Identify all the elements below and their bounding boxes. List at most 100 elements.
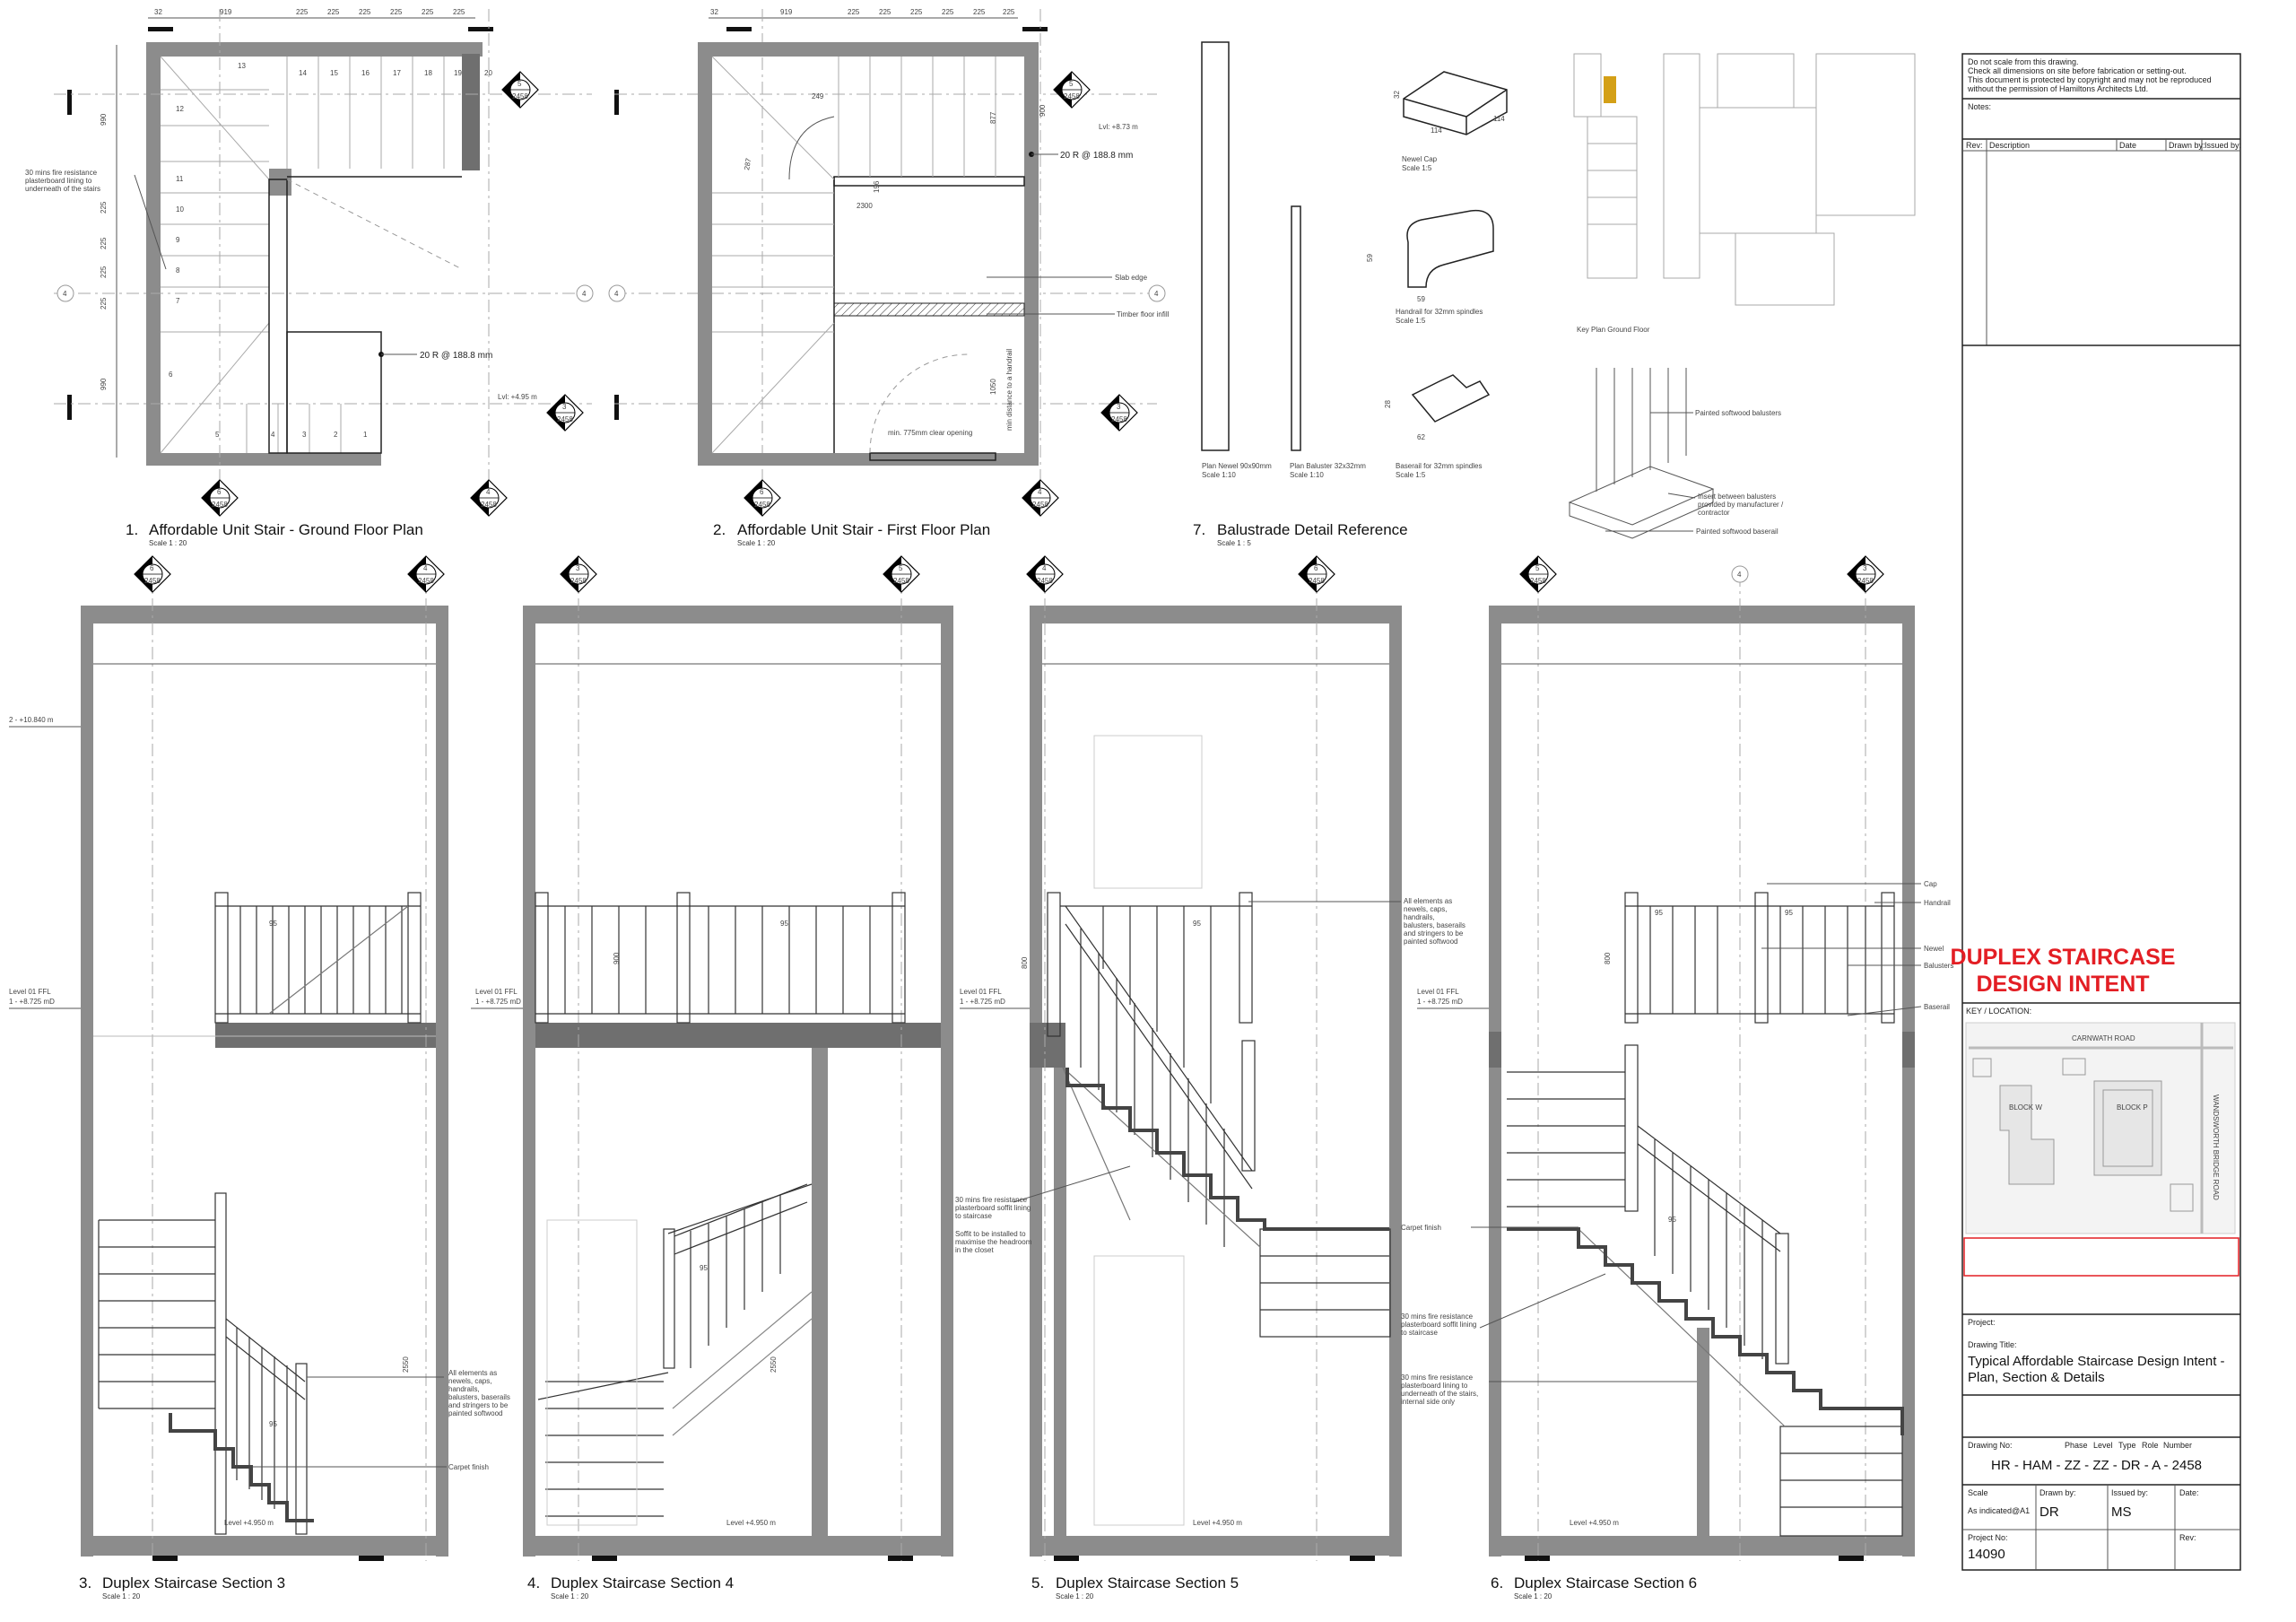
- dim-text: 95: [1655, 909, 1663, 917]
- tread-number: 10: [176, 205, 184, 214]
- risers-label: 20 R @ 188.8 mm: [420, 351, 492, 361]
- rev-header: Issued by:: [2205, 141, 2241, 150]
- dim-text: 225: [1003, 8, 1015, 16]
- ref-marker-number: 4: [1038, 488, 1042, 496]
- drawn-by-label: Drawn by:: [2039, 1488, 2076, 1497]
- red-title-line-1: DUPLEX STAIRCASE: [1951, 945, 2176, 970]
- code-header: Type: [2118, 1441, 2136, 1450]
- dim-text: 287: [743, 157, 752, 170]
- level-label: Level +4.950 m: [224, 1519, 274, 1527]
- drawing-title-line-2: Plan, Section & Details: [1968, 1370, 2105, 1385]
- view-title: Affordable Unit Stair - First Floor Plan: [737, 521, 990, 538]
- slab-edge-label: Slab edge: [1115, 274, 1148, 282]
- callout-handrail: Handrail: [1924, 899, 1951, 907]
- ref-marker-sheet: 2458: [754, 501, 770, 509]
- ref-marker-number: 3: [562, 403, 567, 411]
- dim-text: 800: [1604, 952, 1612, 964]
- callout-cap: Cap: [1924, 880, 1937, 888]
- tread-number: 15: [330, 69, 338, 77]
- detail-caption: Scale 1:10: [1202, 471, 1236, 479]
- dim-text: 59: [1417, 295, 1425, 303]
- title-block: Do not scale from this drawing. Check al…: [1951, 53, 2241, 1571]
- dim-text: 225: [942, 8, 954, 16]
- level-label: Level 01 FFL: [1417, 988, 1459, 996]
- fire-lining-note: internal side only: [1401, 1398, 1455, 1406]
- level-label: Lvl: +8.73 m: [1099, 123, 1138, 131]
- map-block-label: BLOCK P: [2117, 1103, 2148, 1112]
- note-line: and stringers to be: [1404, 929, 1464, 937]
- ref-marker-sheet: 2458: [557, 415, 573, 423]
- note-line: All elements as: [448, 1369, 497, 1377]
- dim-text: 225: [100, 297, 108, 310]
- grid-label: 4: [63, 290, 67, 298]
- dim-text: 877: [989, 111, 997, 124]
- disclaimer-line: without the permission of Hamiltons Arch…: [1967, 84, 2148, 93]
- level-label: 2 - +10.840 m: [9, 716, 54, 724]
- tread-number: 9: [176, 236, 180, 244]
- view-title: Duplex Staircase Section 6: [1514, 1574, 1697, 1591]
- tread-number: 20: [484, 69, 492, 77]
- level-label: Level 01 FFL: [960, 988, 1002, 996]
- rev-header: Date: [2119, 141, 2136, 150]
- red-title-line-2: DESIGN INTENT: [1976, 972, 2149, 997]
- view-scale: Scale 1 : 20: [102, 1592, 141, 1600]
- disclaimer-line: Check all dimensions on site before fabr…: [1968, 66, 2187, 75]
- tread-number: 6: [169, 371, 173, 379]
- dim-text: 2550: [770, 1356, 778, 1373]
- ref-marker-sheet: 2458: [1111, 415, 1127, 423]
- view-balustrade-detail: Plan Newel 90x90mm Scale 1:10 Plan Balus…: [1193, 41, 1916, 547]
- timber-infill-label: Timber floor infill: [1117, 310, 1170, 318]
- tread-number: 2: [334, 431, 338, 439]
- ref-marker-sheet: 2458: [144, 577, 161, 585]
- soffit-note: maximise the headroom: [955, 1238, 1032, 1246]
- ref-marker-sheet: 2458: [570, 577, 587, 585]
- scale-value: As indicated@A1: [1968, 1506, 2030, 1515]
- project-no-label: Project No:: [1968, 1533, 2008, 1542]
- detail-caption: Baserail for 32mm spindles: [1396, 462, 1482, 470]
- balusters-note: Painted softwood balusters: [1695, 409, 1781, 417]
- grid-label: 4: [1737, 571, 1742, 579]
- ref-marker-number: 6: [150, 564, 154, 572]
- notes-label: Notes:: [1968, 102, 1991, 111]
- view-title: Duplex Staircase Section 4: [551, 1574, 734, 1591]
- risers-label: 20 R @ 188.8 mm: [1060, 151, 1133, 161]
- view-title: Affordable Unit Stair - Ground Floor Pla…: [149, 521, 423, 538]
- dim-text: 32: [710, 8, 718, 16]
- view-section-5: Level 01 FFL 1 - +8.725 mD Level +4.950 …: [955, 555, 1465, 1600]
- ref-marker-number: 4: [486, 488, 491, 496]
- ref-marker-number: 5: [1535, 564, 1540, 572]
- dim-text: 225: [327, 8, 340, 16]
- dim-text: 196: [873, 180, 881, 193]
- dim-text: 225: [100, 201, 108, 214]
- handrail-distance-note: min distance to a handrail: [1005, 349, 1013, 431]
- soffit-note: Soffit to be installed to: [955, 1230, 1026, 1238]
- tread-number: 4: [271, 431, 275, 439]
- view-section-3: 2 - +10.840 m Level 01 FFL 1 - +8.725 mD…: [9, 555, 510, 1600]
- view-number: 1.: [126, 521, 138, 538]
- view-title: Balustrade Detail Reference: [1217, 521, 1408, 538]
- tread-number: 17: [393, 69, 401, 77]
- dim-text: 225: [453, 8, 465, 16]
- dim-text: 28: [1384, 400, 1392, 408]
- dim-text: 225: [100, 266, 108, 278]
- dim-text: 95: [269, 1420, 277, 1428]
- note-line: All elements as: [1404, 897, 1452, 905]
- dim-text: 225: [296, 8, 309, 16]
- note-line: painted softwood: [448, 1409, 503, 1417]
- level-label: 1 - +8.725 mD: [1417, 998, 1463, 1006]
- drawn-by-value: DR: [2039, 1504, 2059, 1520]
- dim-text: 990: [100, 378, 108, 390]
- carpet-note: Carpet finish: [448, 1463, 489, 1471]
- level-label: Lvl: +4.95 m: [498, 393, 537, 401]
- dim-text: 114: [1431, 126, 1442, 135]
- insert-note: provided by manufacturer /: [1698, 501, 1784, 509]
- key-plan-caption: Key Plan Ground Floor: [1577, 326, 1650, 334]
- dim-text: 95: [780, 920, 788, 928]
- soffit-note: in the closet: [955, 1246, 994, 1254]
- drawing-title-line-1: Typical Affordable Staircase Design Inte…: [1968, 1354, 2225, 1369]
- tread-number: 5: [215, 431, 220, 439]
- tread-number: 13: [238, 62, 246, 70]
- dim-text: 225: [973, 8, 986, 16]
- fire-soffit-note: plasterboard soffit lining: [955, 1204, 1031, 1212]
- dim-text: 249: [812, 92, 824, 100]
